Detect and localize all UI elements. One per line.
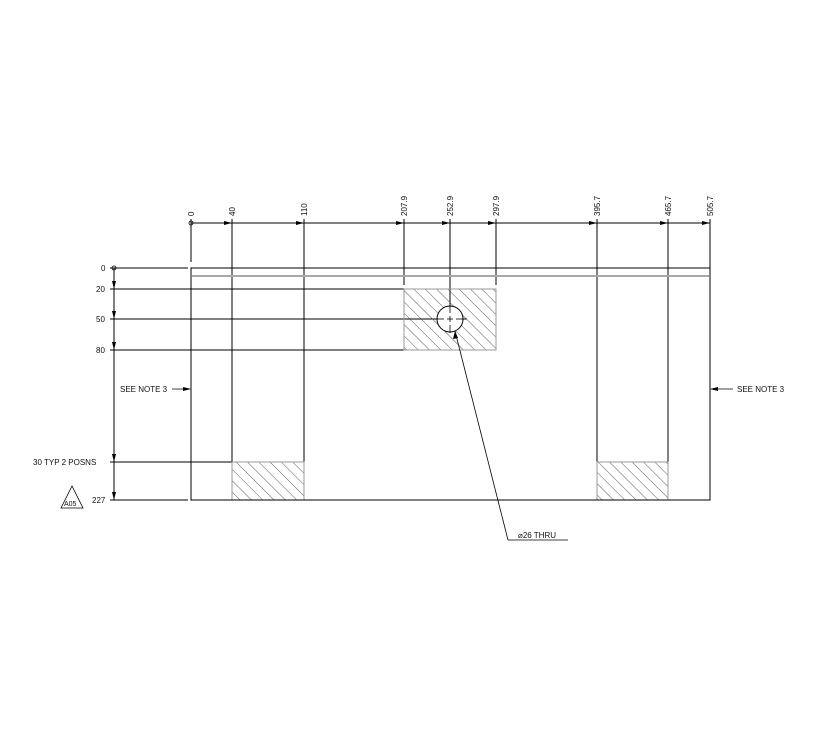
- arrow-icon: [112, 281, 116, 289]
- hdim-label: 252.9: [446, 195, 455, 216]
- through-hole: [433, 305, 467, 333]
- revision-tag: A05: [60, 485, 84, 509]
- arrow-icon: [112, 311, 116, 319]
- hole-callout: ⌀26 THRU: [453, 330, 568, 541]
- bottom-left-cutout: [231, 461, 305, 501]
- vdim-label: 80: [96, 346, 105, 355]
- horizontal-dimension-chain: 0 40 110 207.9 252.9 297.9 395.7 465.7 5…: [187, 195, 715, 462]
- arrow-icon: [183, 387, 191, 391]
- hdim-label: 110: [300, 203, 309, 216]
- arrow-icon: [589, 221, 597, 225]
- hdim-label: 40: [228, 207, 237, 216]
- note-right: SEE NOTE 3: [710, 385, 785, 394]
- typ-label: 30 TYP 2 POSNS: [33, 458, 96, 467]
- arrow-icon: [488, 221, 496, 225]
- arrow-icon: [710, 387, 718, 391]
- arrow-icon: [442, 221, 450, 225]
- vdim-label: 20: [96, 285, 105, 294]
- hdim-label: 297.9: [492, 195, 501, 216]
- arrow-icon: [112, 492, 116, 500]
- hdim-label: 395.7: [593, 195, 602, 216]
- vdim-label: 227: [92, 496, 106, 505]
- hole-callout-label: ⌀26 THRU: [518, 531, 556, 540]
- vdim-label: 50: [96, 315, 105, 324]
- arrow-icon: [396, 221, 404, 225]
- bottom-right-cutout: [596, 461, 669, 501]
- hdim-label: 465.7: [664, 195, 673, 216]
- arrow-icon: [112, 342, 116, 350]
- note-right-label: SEE NOTE 3: [737, 385, 785, 394]
- arrow-icon: [453, 331, 458, 339]
- vdim-label: 0: [101, 264, 106, 273]
- arrow-icon: [112, 454, 116, 462]
- hdim-label: 207.9: [400, 195, 409, 216]
- revision-tag-label: A05: [64, 501, 77, 508]
- hdim-label: 0: [187, 211, 196, 216]
- note-left-label: SEE NOTE 3: [120, 385, 168, 394]
- vertical-dimension-chain: 0 20 50 80 30 TYP 2 POSNS 227: [33, 264, 466, 505]
- arrow-icon: [702, 221, 710, 225]
- triangle-icon: [60, 485, 84, 509]
- arrow-icon: [660, 221, 668, 225]
- hdim-label: 505.7: [706, 195, 715, 216]
- arrow-icon: [224, 221, 232, 225]
- arrow-icon: [296, 221, 304, 225]
- note-left: SEE NOTE 3: [120, 385, 191, 394]
